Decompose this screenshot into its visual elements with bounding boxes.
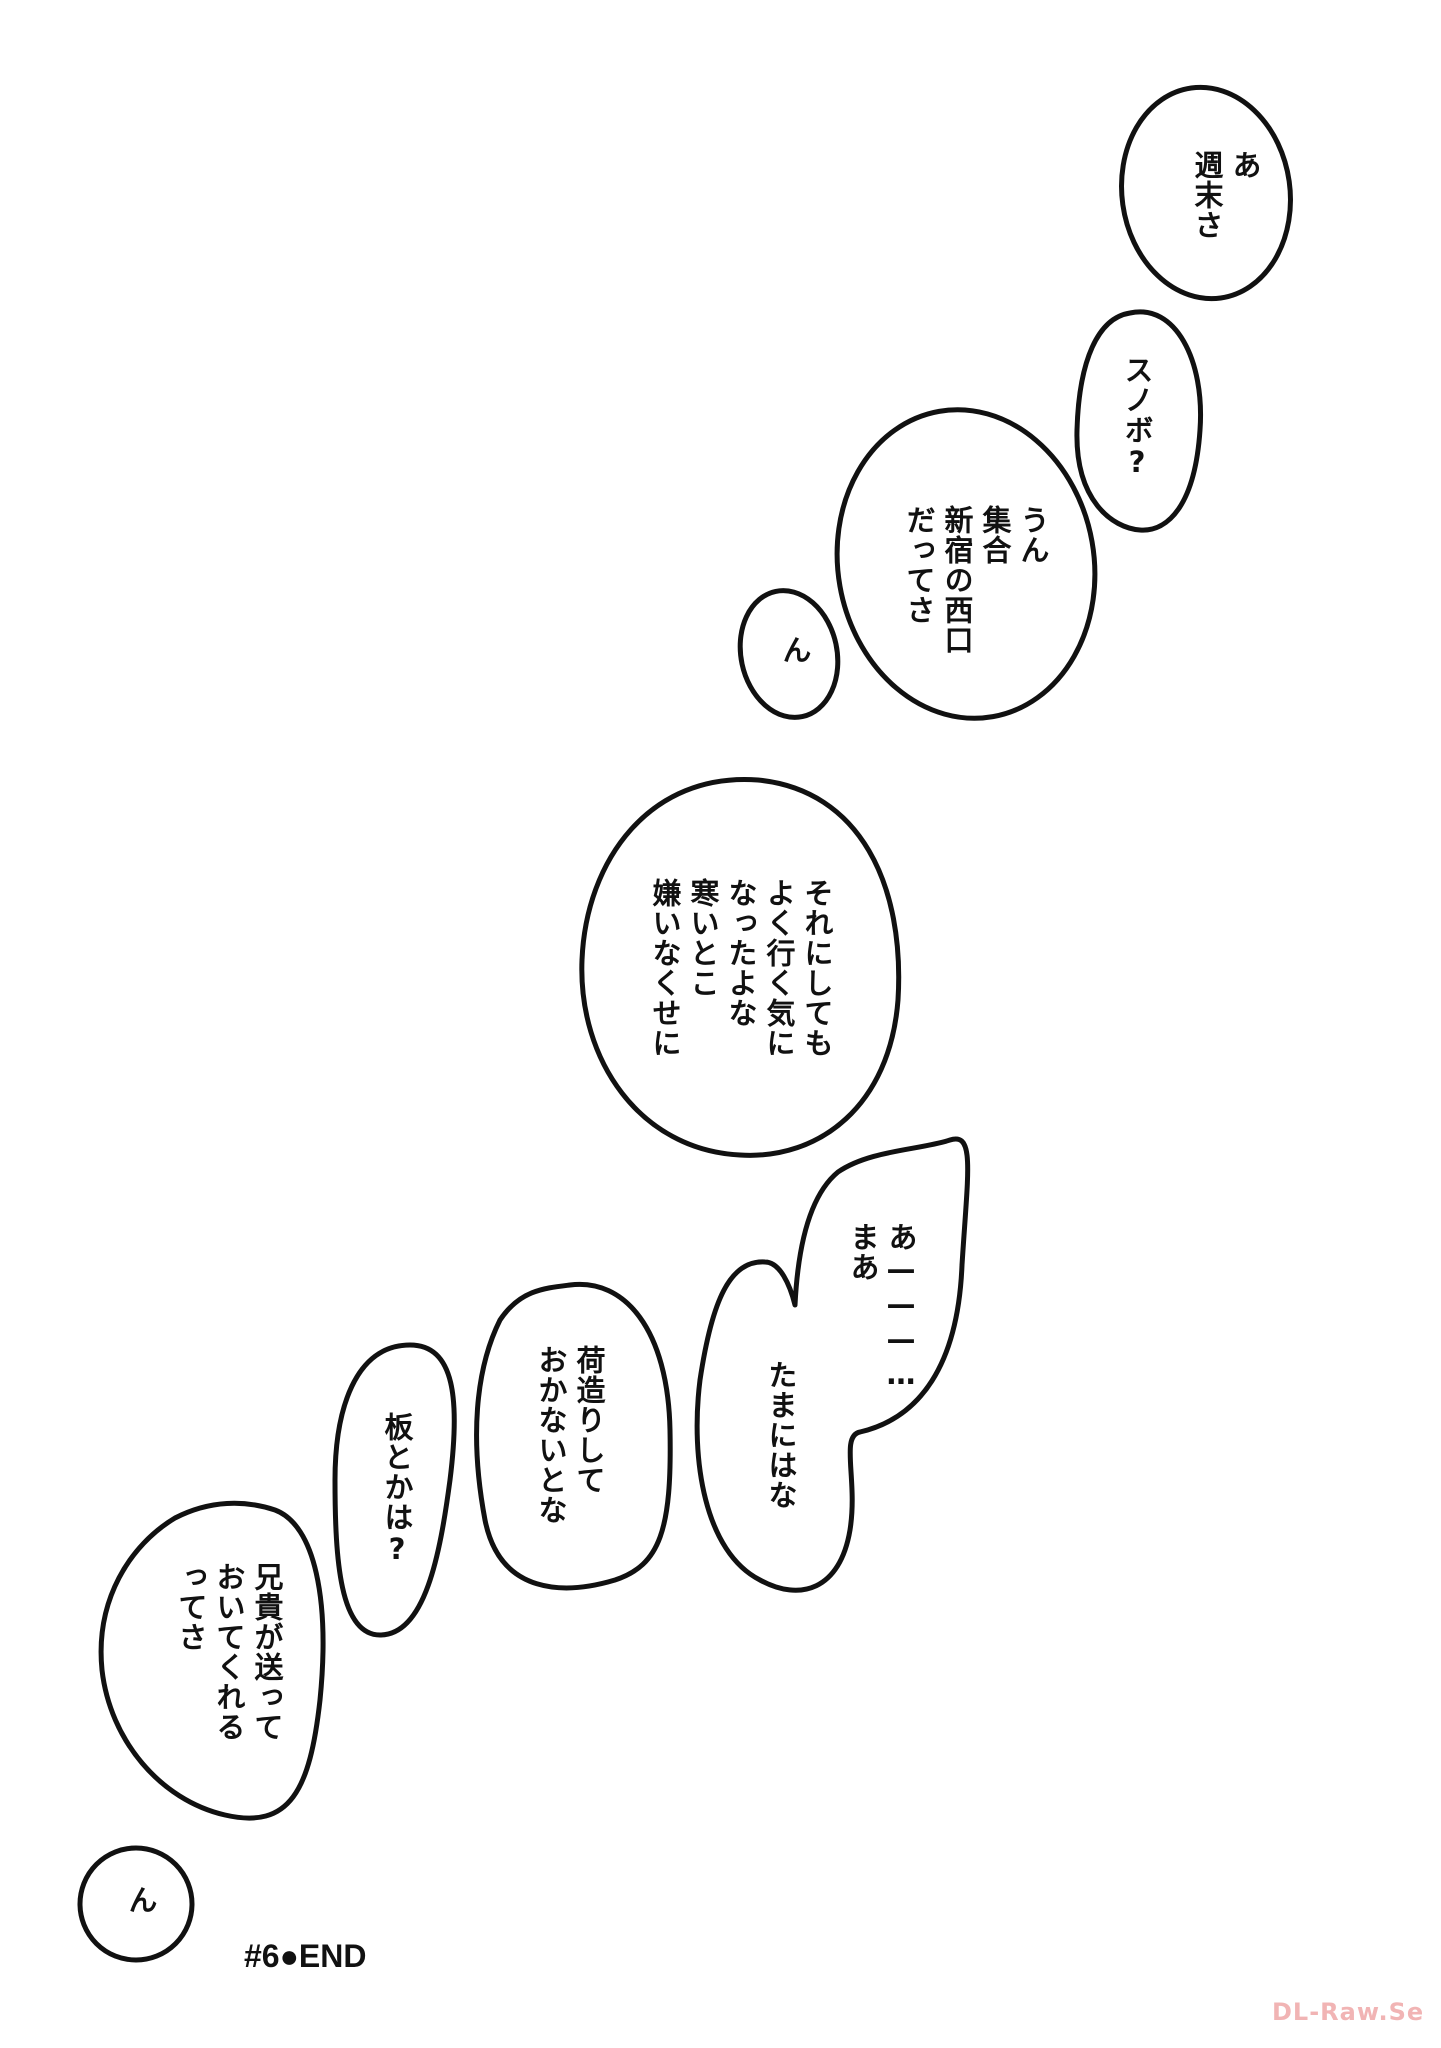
dialogue-8: 荷造りして おかないとな [534,1345,606,1525]
dialogue-11: ん [124,1885,158,1915]
speech-bubble-3 [834,407,1098,721]
chapter-end-mark: #6●END [244,1938,367,1974]
speech-bubble-1 [1119,84,1293,302]
speech-bubble-5 [579,777,902,1158]
watermark: DL-Raw.Se [1272,1998,1425,2026]
dialogue-5: それにしても よく行く気に なったよな 寒いとこ 嫌いなくせに [648,878,834,1058]
dialogue-10: 兄貴が送って おいてくれる ってさ [174,1562,284,1742]
speech-bubble-9 [332,1342,457,1638]
speech-bubble-8 [474,1281,673,1591]
dialogue-7: たまにはな [764,1360,798,1510]
dialogue-6: あ———… まあ [846,1222,918,1392]
speech-bubble-11 [77,1845,195,1963]
speech-bubble-4 [737,588,841,720]
dialogue-4: ん [778,635,812,665]
dialogue-3: うん 集合 新宿の西口 だってさ [902,505,1050,655]
dialogue-2: スノボ? [1120,355,1154,480]
speech-bubble-6-7 [694,1136,971,1593]
dialogue-9: 板とかは? [380,1412,414,1567]
speech-bubble-10 [98,1500,326,1821]
speech-bubble-2 [1074,309,1204,533]
dialogue-1: あ 週末さ [1190,150,1262,240]
